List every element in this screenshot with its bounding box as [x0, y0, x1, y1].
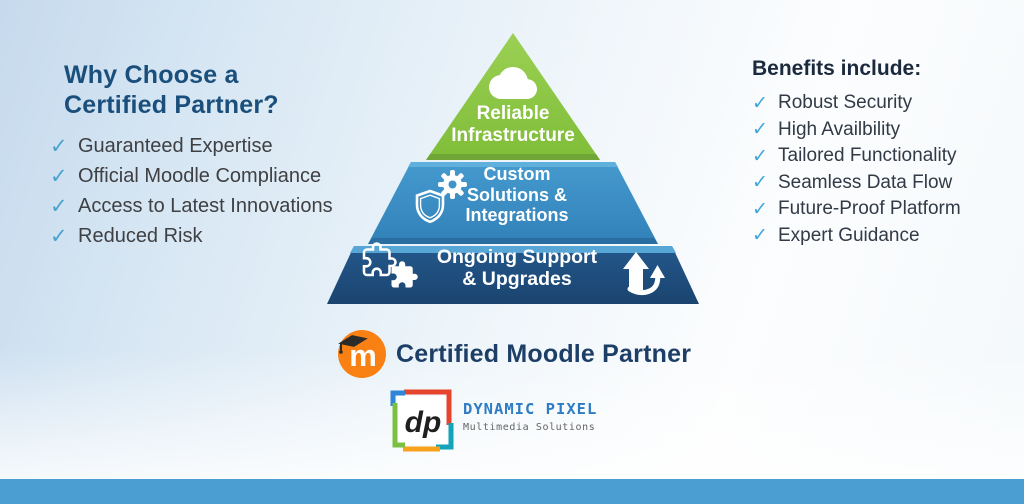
benefits-panel: Benefits include: ✓ Robust Security ✓ Hi… [752, 57, 961, 249]
dp-monogram: dp [405, 406, 442, 439]
tier-support-shape [327, 246, 699, 304]
brand-text-block: DYNAMIC PIXEL Multimedia Solutions [463, 400, 597, 433]
shield-gear-icon [415, 170, 467, 224]
tier-infrastructure-bottom-shade [426, 154, 600, 160]
check-icon: ✓ [50, 224, 68, 248]
update-arrows-icon [623, 252, 665, 296]
tier-label-line: Infrastructure [451, 125, 575, 146]
tier-label-line: Ongoing Support [436, 246, 598, 268]
list-item: ✓ Reduced Risk [50, 221, 333, 251]
check-icon: ✓ [50, 194, 68, 218]
page-title: Why Choose a Certified Partner? [64, 60, 279, 120]
tier-solutions-top-face [408, 162, 618, 167]
list-item-label: Official Moodle Compliance [78, 164, 322, 187]
check-icon: ✓ [752, 145, 768, 167]
check-icon: ✓ [50, 164, 68, 188]
check-icon: ✓ [752, 119, 768, 141]
puzzle-icon [362, 242, 418, 288]
list-item-label: Seamless Data Flow [778, 171, 953, 193]
tier-label-line: Reliable [476, 103, 550, 124]
page-title-line2: Certified Partner? [64, 91, 279, 119]
gear-icon [438, 170, 467, 199]
tier-support-top-face [350, 246, 676, 253]
list-item-label: Future-Proof Platform [778, 198, 961, 220]
tier-solutions-bottom-shade [368, 238, 658, 244]
list-item-label: High Availbility [778, 118, 901, 140]
dynamic-pixel-logo: dp [390, 389, 454, 452]
brand-tagline: Multimedia Solutions [463, 422, 596, 433]
check-icon: ✓ [752, 225, 768, 247]
page-title-line1: Why Choose a [64, 61, 239, 89]
footer-band [0, 479, 1024, 504]
list-item-label: Tailored Functionality [778, 145, 957, 167]
check-icon: ✓ [752, 172, 768, 194]
certification-label: Certified Moodle Partner [396, 340, 692, 368]
list-item: ✓ Future-Proof Platform [752, 196, 961, 223]
list-item: ✓ Expert Guidance [752, 223, 961, 250]
list-item-label: Access to Latest Innovations [78, 194, 333, 217]
shield-icon [415, 189, 445, 224]
list-item: ✓ Official Moodle Compliance [50, 161, 333, 191]
list-item: ✓ Robust Security [752, 90, 961, 117]
pyramid-diagram [327, 33, 699, 304]
background-sheen [0, 349, 1024, 479]
tier-label-line: Integrations [465, 205, 569, 225]
tier-infrastructure-label: Reliable Infrastructure [432, 103, 594, 147]
list-item-label: Reduced Risk [78, 224, 203, 247]
tier-label-line: Solutions & [467, 184, 567, 205]
list-item: ✓ Seamless Data Flow [752, 170, 961, 197]
list-item: ✓ High Availbility [752, 117, 961, 144]
benefits-heading: Benefits include: [752, 57, 922, 80]
list-item: ✓ Access to Latest Innovations [50, 191, 333, 221]
list-item-label: Robust Security [778, 92, 913, 114]
brand-name: DYNAMIC PIXEL [463, 400, 598, 418]
list-item-label: Expert Guidance [778, 224, 920, 246]
tier-label-line: Custom [483, 164, 551, 184]
cloud-icon [489, 67, 537, 99]
list-item-label: Guaranteed Expertise [78, 134, 273, 157]
check-icon: ✓ [752, 198, 768, 220]
tier-support-label: Ongoing Support & Upgrades [428, 246, 606, 290]
list-item: ✓ Guaranteed Expertise [50, 131, 333, 161]
check-icon: ✓ [50, 134, 68, 158]
tier-label-line: & Upgrades [462, 267, 572, 290]
list-item: ✓ Tailored Functionality [752, 143, 961, 170]
reasons-list: ✓ Guaranteed Expertise ✓ Official Moodle… [50, 131, 333, 251]
moodle-logo-icon: m [338, 330, 386, 378]
tier-solutions-label: Custom Solutions & Integrations [441, 164, 593, 226]
check-icon: ✓ [752, 92, 768, 114]
graduation-cap-icon [338, 335, 368, 354]
